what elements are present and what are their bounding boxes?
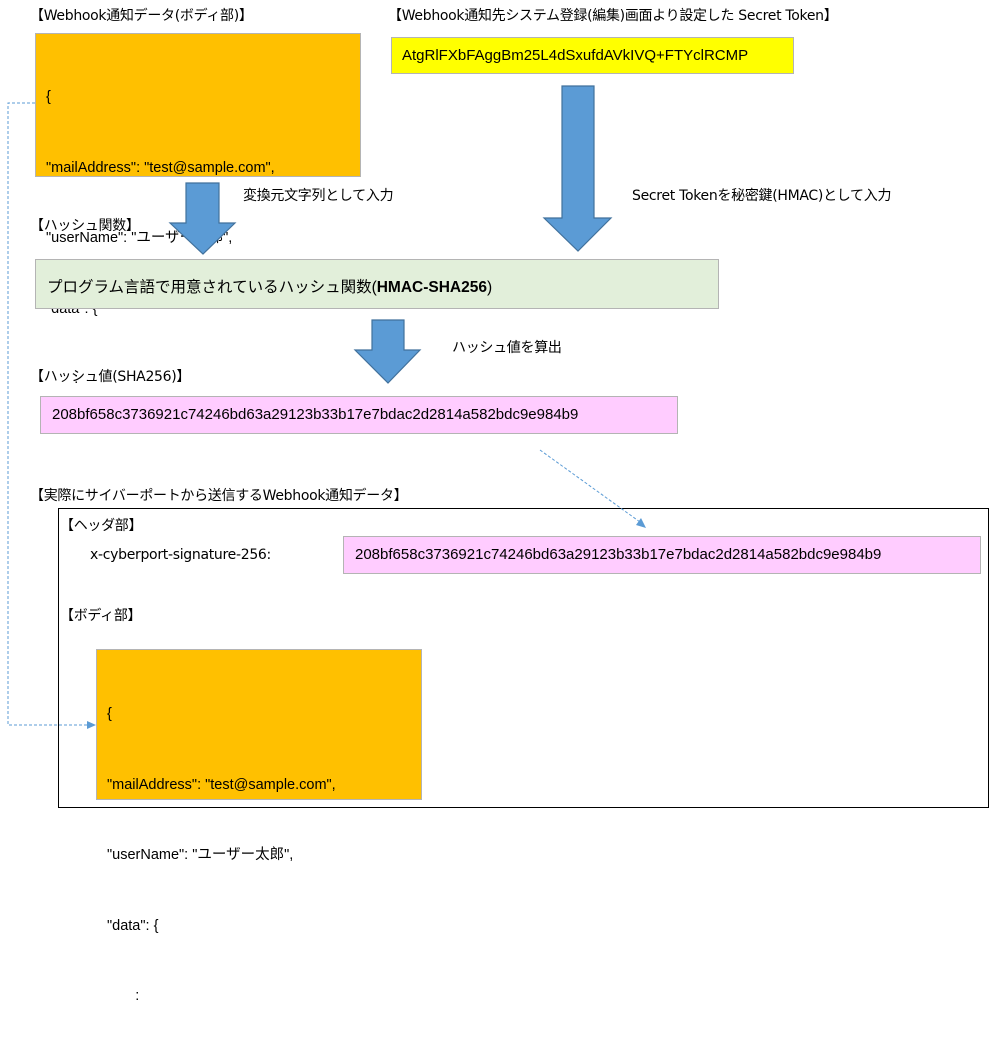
json-line: {	[46, 89, 51, 105]
header-section-title: 【ヘッダ部】	[60, 518, 143, 534]
hash-value-box: 208bf658c3736921c74246bd63a29123b33b17e7…	[40, 396, 678, 434]
json-line: "mailAddress": "test@sample.com",	[46, 159, 275, 176]
signature-header-key: x-cyberport-signature-256:	[90, 547, 271, 563]
compute-hash-label: ハッシュ値を算出	[452, 340, 562, 356]
input-secret-label: Secret Tokenを秘密鍵(HMAC)として入力	[632, 188, 892, 204]
source-json-box: { "mailAddress": "test@sample.com", "use…	[35, 33, 361, 387]
signature-header-value: 208bf658c3736921c74246bd63a29123b33b17e7…	[355, 546, 882, 563]
sent-data-title: 【実際にサイバーポートから送信するWebhook通知データ】	[30, 488, 408, 504]
hash-value-text: 208bf658c3736921c74246bd63a29123b33b17e7…	[52, 406, 579, 423]
source-data-title: 【Webhook通知データ(ボディ部)】	[30, 8, 253, 24]
input-source-label: 変換元文字列として入力	[243, 188, 394, 204]
hash-value-title: 【ハッシュ値(SHA256)】	[30, 369, 191, 385]
hash-function-title: 【ハッシュ関数】	[30, 218, 140, 234]
json-line: :	[107, 988, 140, 1004]
hash-function-suffix: )	[486, 279, 493, 296]
sent-json-box: { "mailAddress": "test@sample.com", "use…	[96, 649, 422, 1004]
arrow-secret-to-hash-icon	[542, 85, 613, 252]
body-section-title: 【ボディ部】	[60, 608, 142, 624]
json-line: {	[107, 706, 112, 722]
secret-token-title: 【Webhook通知先システム登録(編集)画面より設定した Secret Tok…	[388, 8, 838, 24]
json-line: "userName": "ユーザー太郎",	[107, 847, 294, 863]
secret-token-box: AtgRlFXbFAggBm25L4dSxufdAVkIVQ+FTYclRCMP	[391, 37, 794, 74]
hash-function-box: プログラム言語で用意されているハッシュ関数(HMAC-SHA256)	[35, 259, 719, 309]
hash-function-text: プログラム言語で用意されているハッシュ関数(HMAC-SHA256)	[47, 275, 492, 297]
json-line: "data": {	[107, 917, 159, 934]
sent-json-content: { "mailAddress": "test@sample.com", "use…	[107, 656, 336, 1056]
secret-token-value: AtgRlFXbFAggBm25L4dSxufdAVkIVQ+FTYclRCMP	[402, 47, 749, 64]
json-line: "mailAddress": "test@sample.com",	[107, 776, 336, 793]
hash-function-prefix: プログラム言語で用意されているハッシュ関数(	[47, 279, 377, 296]
hash-algorithm: HMAC-SHA256	[376, 279, 487, 296]
signature-header-value-box: 208bf658c3736921c74246bd63a29123b33b17e7…	[343, 536, 981, 574]
arrow-compute-hash-icon	[353, 319, 422, 384]
